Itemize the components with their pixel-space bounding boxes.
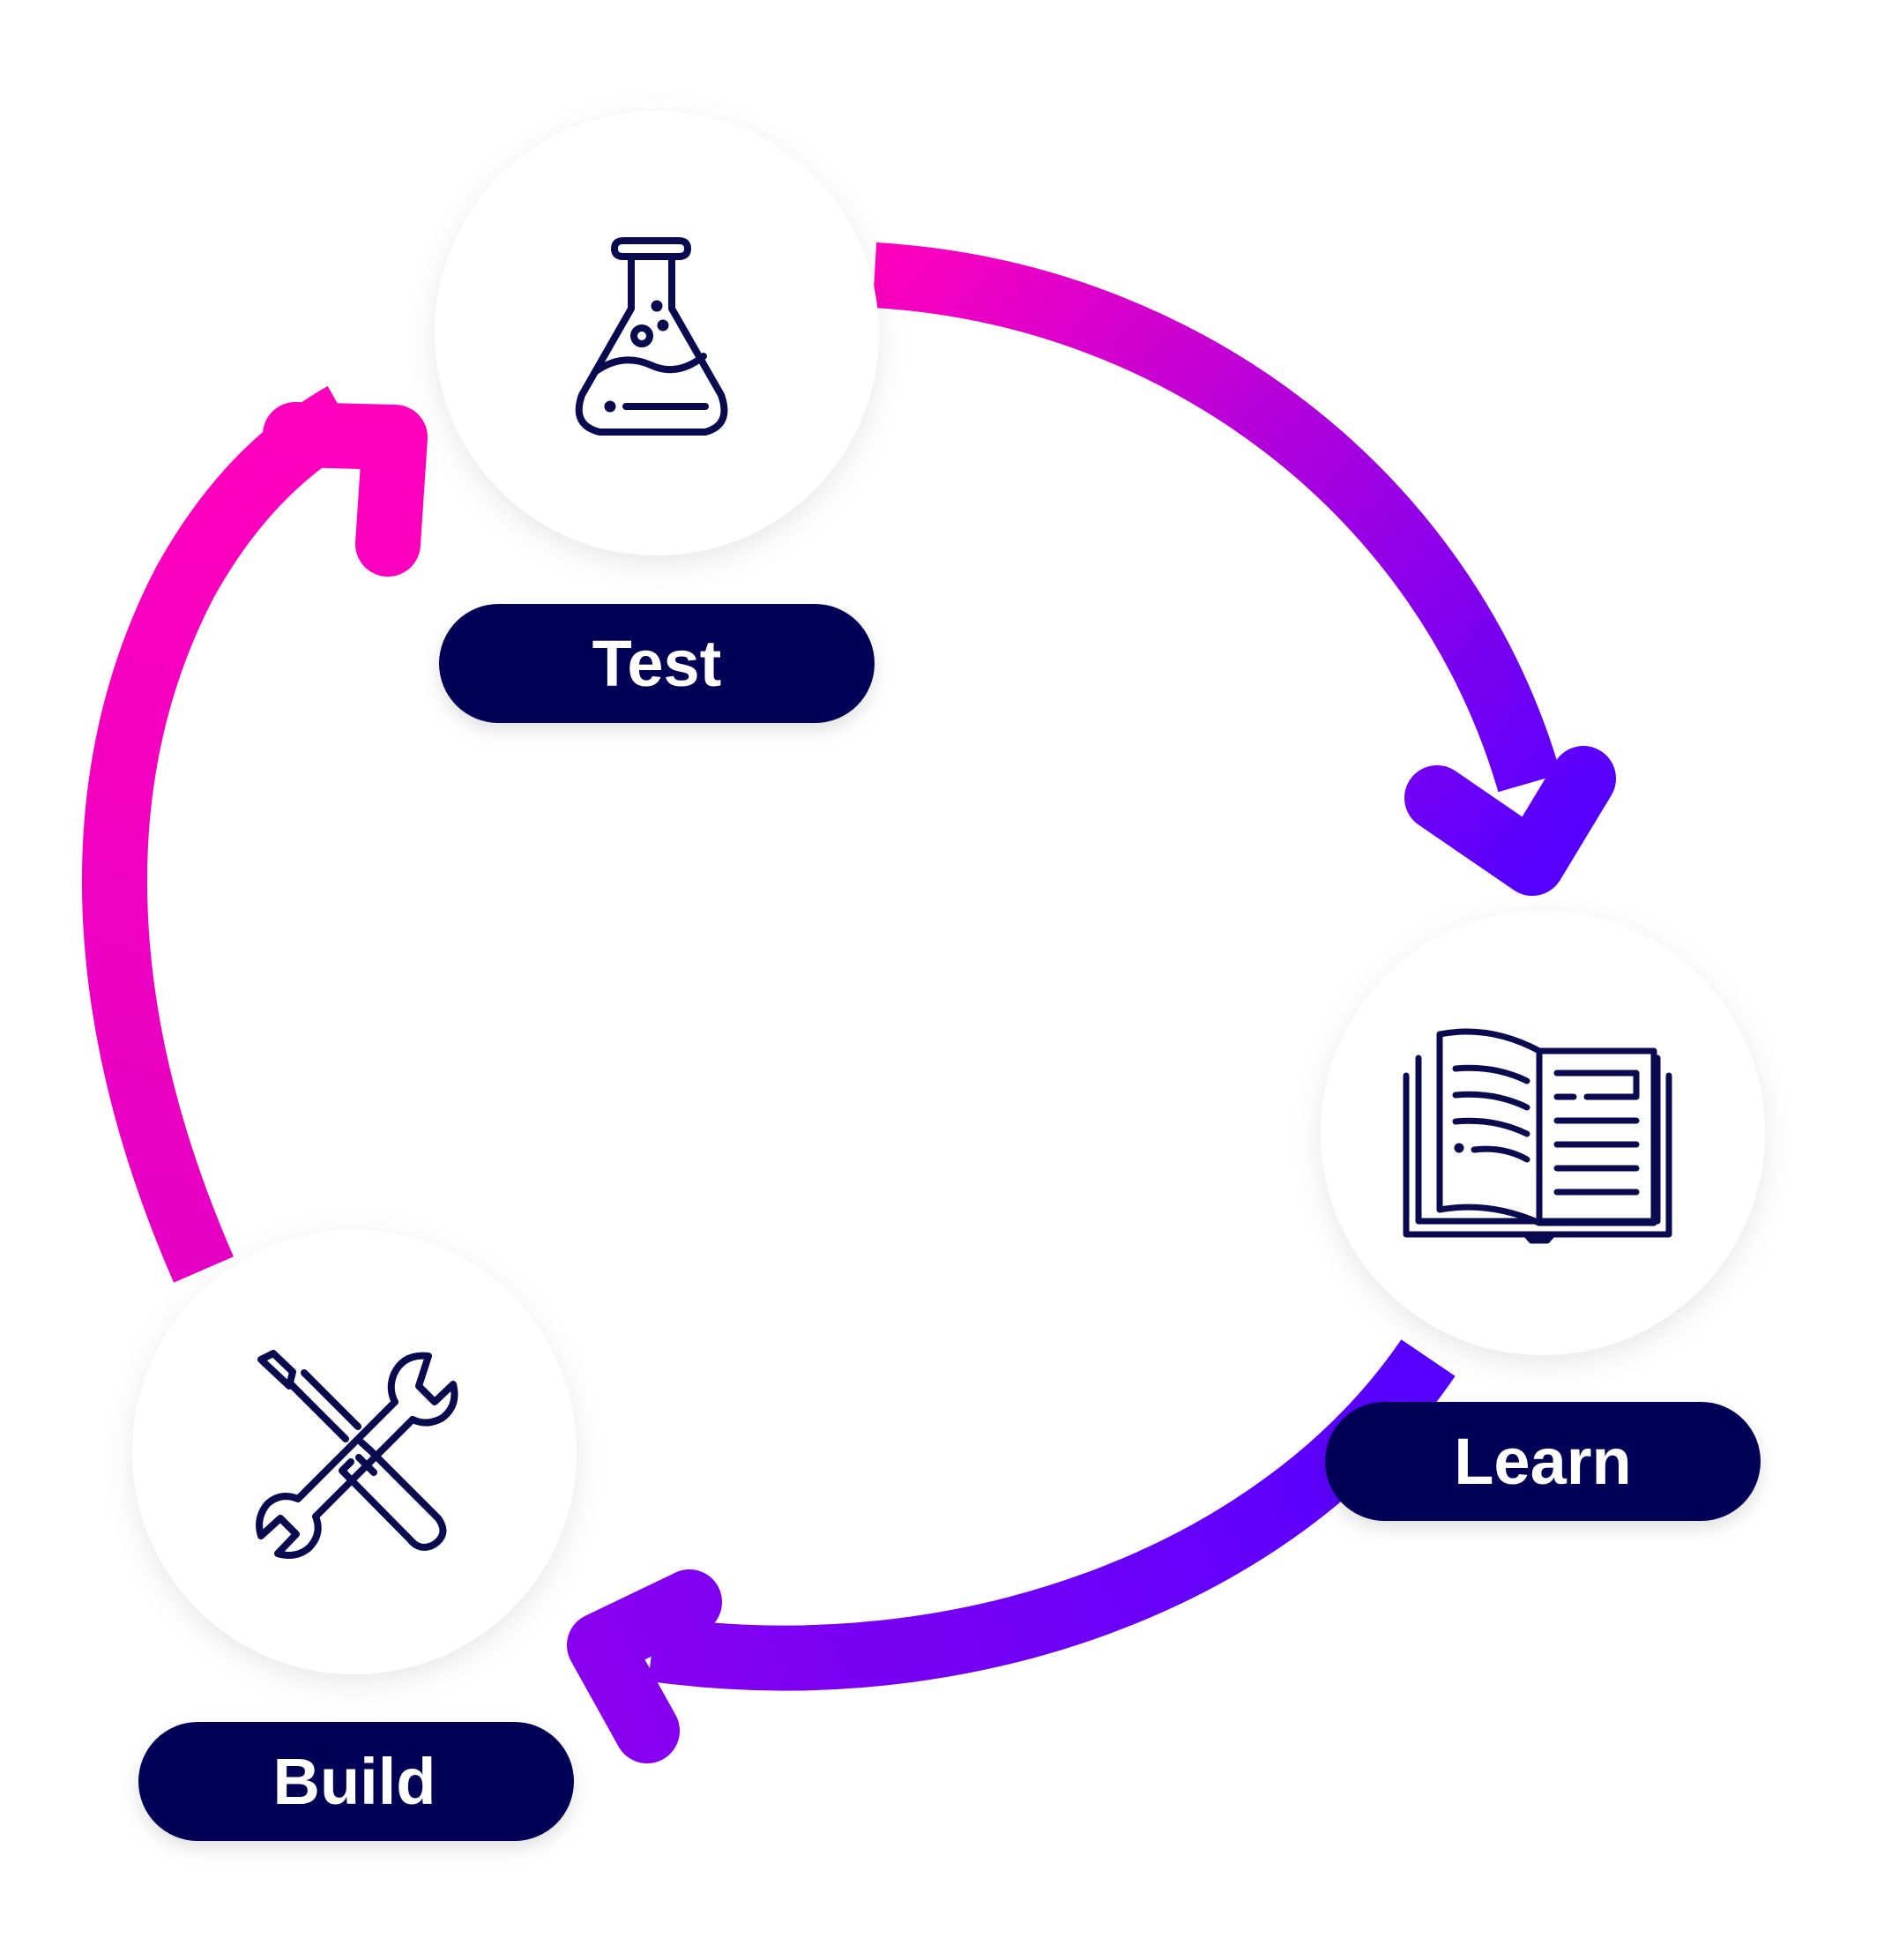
flask-icon	[575, 237, 728, 436]
arc-build-to-test	[81, 385, 361, 1283]
learn-circle	[1321, 911, 1765, 1355]
stage-test	[435, 111, 879, 555]
open-book-icon	[1403, 1028, 1672, 1244]
arc-test-to-learn	[872, 242, 1561, 793]
build-label-pill: Build	[138, 1722, 574, 1841]
build-label: Build	[273, 1745, 436, 1818]
test-label: Test	[592, 627, 722, 700]
test-circle	[435, 111, 879, 555]
arrowhead-learn-to-build	[567, 1569, 722, 1763]
arrow-learn-to-build	[567, 1339, 1456, 1763]
test-label-pill: Test	[439, 604, 875, 723]
arc-learn-to-build	[647, 1339, 1456, 1691]
arrow-build-to-test	[81, 385, 428, 1283]
arrowhead-build-to-test-chevron	[263, 402, 428, 577]
build-circle	[132, 1230, 577, 1674]
stage-learn	[1321, 911, 1765, 1355]
arrowhead-test-to-learn	[1404, 746, 1616, 896]
learn-label-pill: Learn	[1325, 1402, 1761, 1521]
stage-build	[132, 1230, 577, 1674]
tools-icon	[256, 1350, 458, 1559]
arrow-test-to-learn	[872, 242, 1616, 896]
learn-label: Learn	[1454, 1425, 1632, 1498]
